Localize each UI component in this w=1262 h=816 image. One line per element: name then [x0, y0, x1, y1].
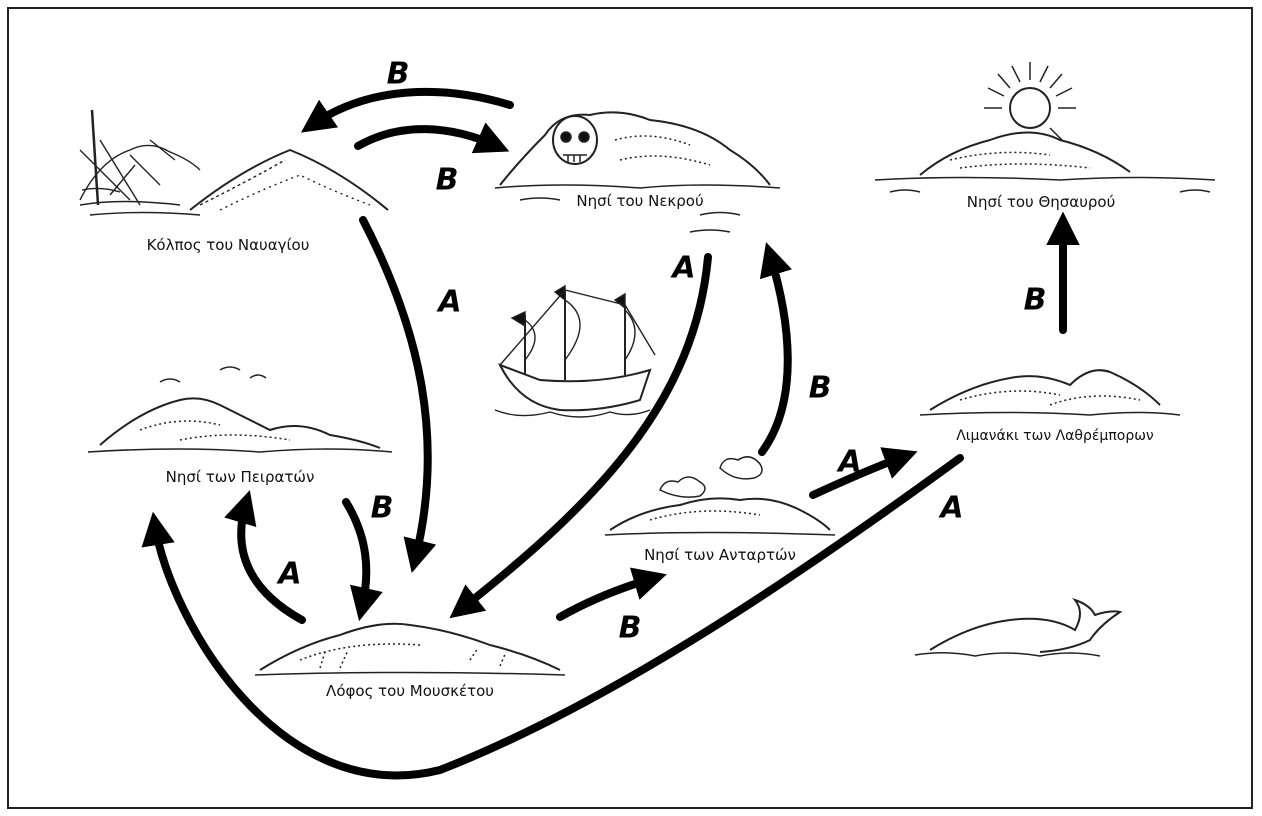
route-arrow-deadman-to-shipwreck [300, 87, 514, 133]
place-label-shipwreck-bay: Κόλπος του Ναυαγίου [146, 236, 310, 254]
place-label-smugglers-cove: Λιμανάκι των Λαθρέμπορων [956, 428, 1154, 444]
route-arrow-smugglers-to-pirates [141, 454, 964, 780]
rebels-island-illustration [604, 456, 836, 536]
dead-mans-island-illustration [494, 111, 781, 233]
route-arrows [141, 87, 1080, 780]
place-label-treasure-island: Νησί του Θησαυρού [966, 193, 1116, 211]
route-arrow-rebels-to-smugglers [809, 447, 918, 499]
route-label-shipwreck-to-musket: A [438, 284, 462, 320]
route-label-deadman-to-musket: A [672, 250, 696, 286]
route-label-musket-to-pirates: A [278, 556, 302, 592]
smugglers-cove-illustration [919, 369, 1181, 416]
route-label-pirates-to-musket: B [370, 490, 394, 526]
route-arrow-pirates-to-musket [342, 498, 383, 622]
route-arrow-deadman-to-musket [449, 253, 712, 619]
shipwreck-bay-illustration [79, 109, 389, 216]
whale-illustration [914, 597, 1123, 657]
route-label-rebels-to-smugglers: A [838, 444, 862, 480]
place-label-musket-hill: Λόφος του Μουσκέτου [326, 682, 494, 700]
pirate-ship-illustration [494, 284, 656, 418]
route-arrow-rebels-to-deadman [758, 242, 792, 456]
route-label-smugglers-to-pirates: A [940, 490, 964, 526]
route-arrow-shipwreck-to-deadman [354, 122, 510, 154]
route-label-smugglers-to-treasure: B [1023, 282, 1047, 318]
place-label-pirates-island: Νησί των Πειρατών [165, 468, 315, 486]
route-arrow-musket-to-pirates [224, 490, 306, 624]
place-label-dead-mans-island: Νησί του Νεκρού [576, 192, 704, 210]
musket-hill-illustration [254, 622, 566, 676]
route-label-deadman-to-shipwreck: B [386, 56, 410, 92]
place-label-rebels-island: Νησί των Ανταρτών [644, 546, 796, 564]
treasure-island-illustration [874, 62, 1216, 193]
route-label-rebels-to-deadman: B [808, 370, 832, 406]
route-label-musket-to-rebels: B [618, 610, 642, 646]
pirates-island-illustration [87, 366, 393, 453]
route-arrow-shipwreck-to-musket [359, 216, 437, 574]
route-arrow-musket-to-rebels [556, 567, 667, 621]
route-label-shipwreck-to-deadman: B [435, 162, 459, 198]
